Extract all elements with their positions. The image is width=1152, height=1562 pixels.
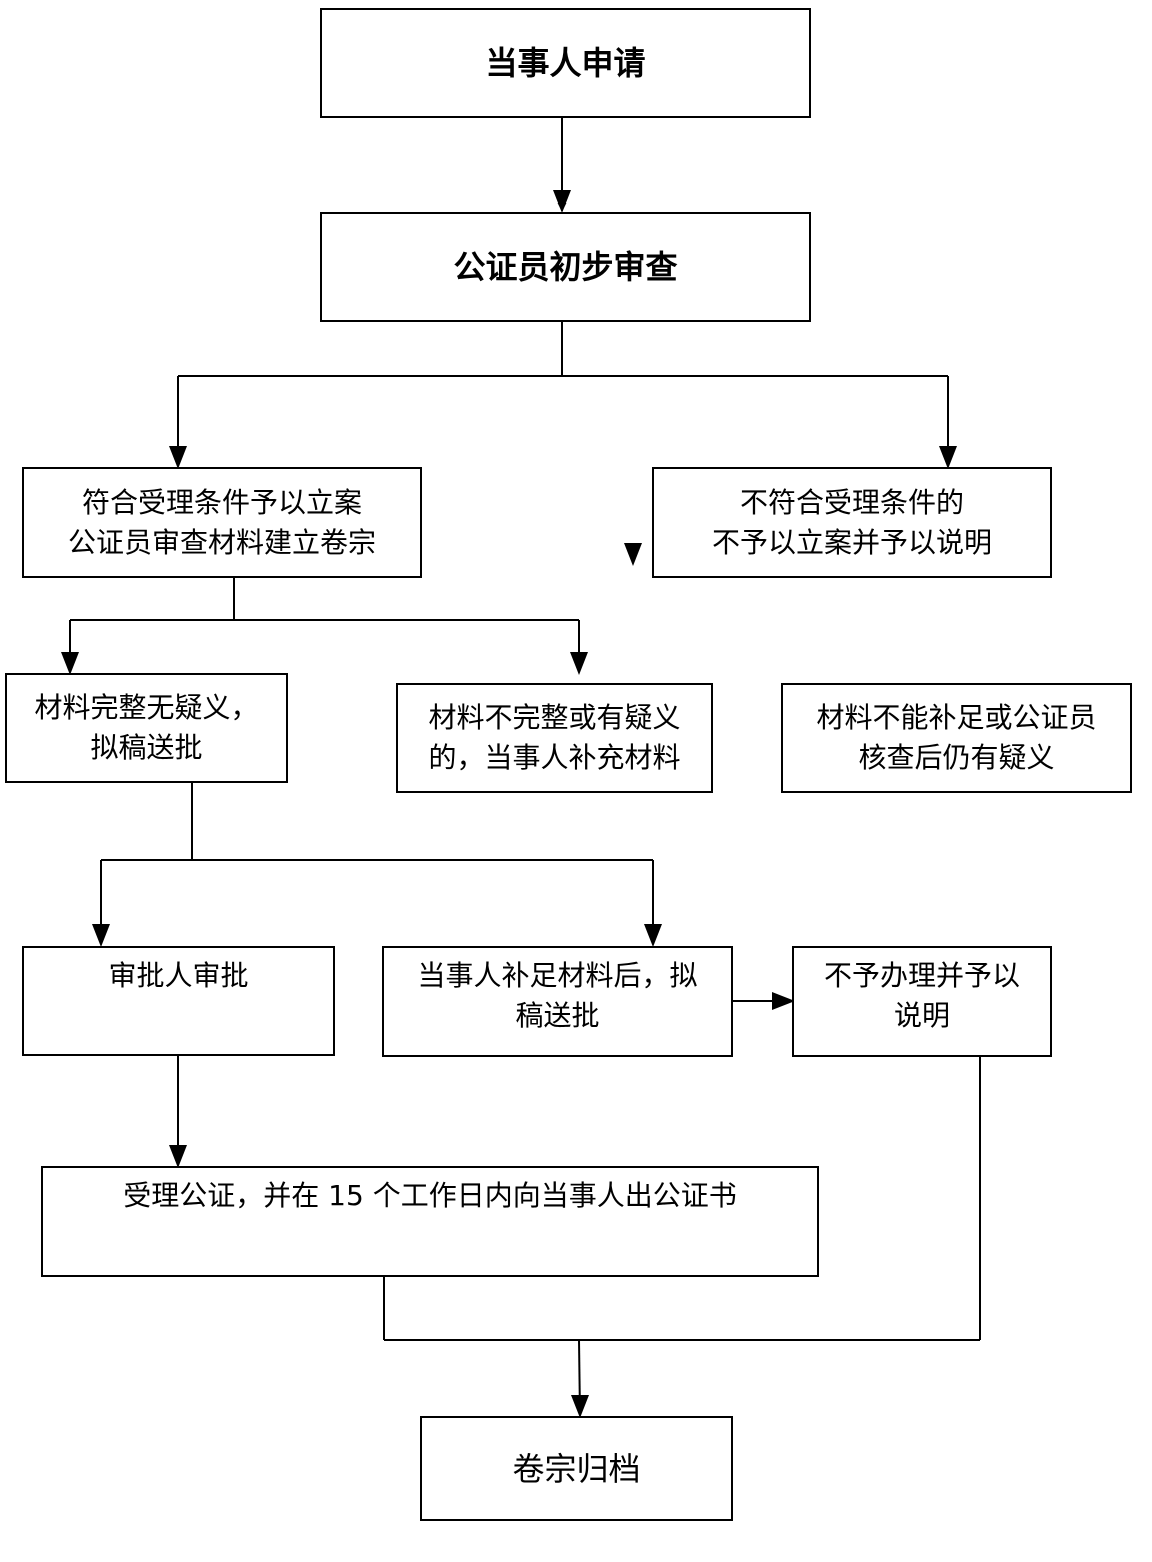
step-review: 公证员初步审查	[320, 212, 811, 322]
step-incomplete-line2: 的，当事人补充材料	[428, 741, 681, 774]
arrowhead	[92, 924, 110, 947]
step-archive: 卷宗归档	[420, 1416, 733, 1521]
step-issue: 受理公证，并在 15 个工作日内向当事人出公证书	[41, 1166, 819, 1277]
step-apply: 当事人申请	[320, 8, 811, 118]
step-supplement: 当事人补足材料后，拟 稿送批	[382, 946, 733, 1057]
step-accept-line2: 公证员审查材料建立卷宗	[67, 525, 376, 559]
step-refuse-line2: 说明	[893, 999, 950, 1032]
arrowhead	[553, 190, 571, 213]
arrowhead	[939, 446, 957, 469]
arrowhead	[772, 992, 795, 1010]
step-supplement-line2: 稿送批	[515, 999, 600, 1032]
step-reject-line2: 不予以立案并予以说明	[711, 525, 992, 559]
step-accept: 符合受理条件予以立案 公证员审查材料建立卷宗	[22, 467, 422, 578]
step-supplement-line1: 当事人补足材料后，拟	[417, 959, 698, 992]
arrowhead	[61, 652, 79, 675]
step-incomplete: 材料不完整或有疑义 的，当事人补充材料	[396, 683, 713, 793]
step-incomplete-line1: 材料不完整或有疑义	[428, 701, 681, 734]
step-doubt-line2: 核查后仍有疑义	[858, 741, 1055, 774]
arrowhead	[169, 1145, 187, 1168]
step-approver: 审批人审批	[22, 946, 335, 1056]
stray-arrowhead	[624, 543, 642, 566]
arrowhead	[570, 652, 588, 675]
step-review-label: 公证员初步审查	[453, 248, 678, 286]
arrowheads	[61, 190, 957, 1418]
arrowhead	[169, 446, 187, 469]
step-doubt: 材料不能补足或公证员 核查后仍有疑义	[781, 683, 1132, 793]
step-complete: 材料完整无疑义， 拟稿送批	[5, 673, 288, 783]
step-approver-label: 审批人审批	[108, 959, 249, 992]
arrowhead	[644, 924, 662, 947]
step-complete-line2: 拟稿送批	[90, 731, 203, 764]
step-apply-label: 当事人申请	[485, 44, 646, 82]
arrowhead	[571, 1395, 589, 1418]
step-issue-label: 受理公证，并在 15 个工作日内向当事人出公证书	[123, 1179, 737, 1212]
step-refuse: 不予办理并予以 说明	[792, 946, 1052, 1057]
step-accept-line1: 符合受理条件予以立案	[81, 485, 362, 519]
step-refuse-line1: 不予办理并予以	[823, 959, 1020, 992]
step-complete-line1: 材料完整无疑义，	[34, 691, 259, 724]
step-doubt-line1: 材料不能补足或公证员	[816, 701, 1097, 734]
step-reject: 不符合受理条件的 不予以立案并予以说明	[652, 467, 1052, 578]
step-archive-label: 卷宗归档	[512, 1449, 641, 1488]
step-reject-line1: 不符合受理条件的	[739, 485, 964, 519]
